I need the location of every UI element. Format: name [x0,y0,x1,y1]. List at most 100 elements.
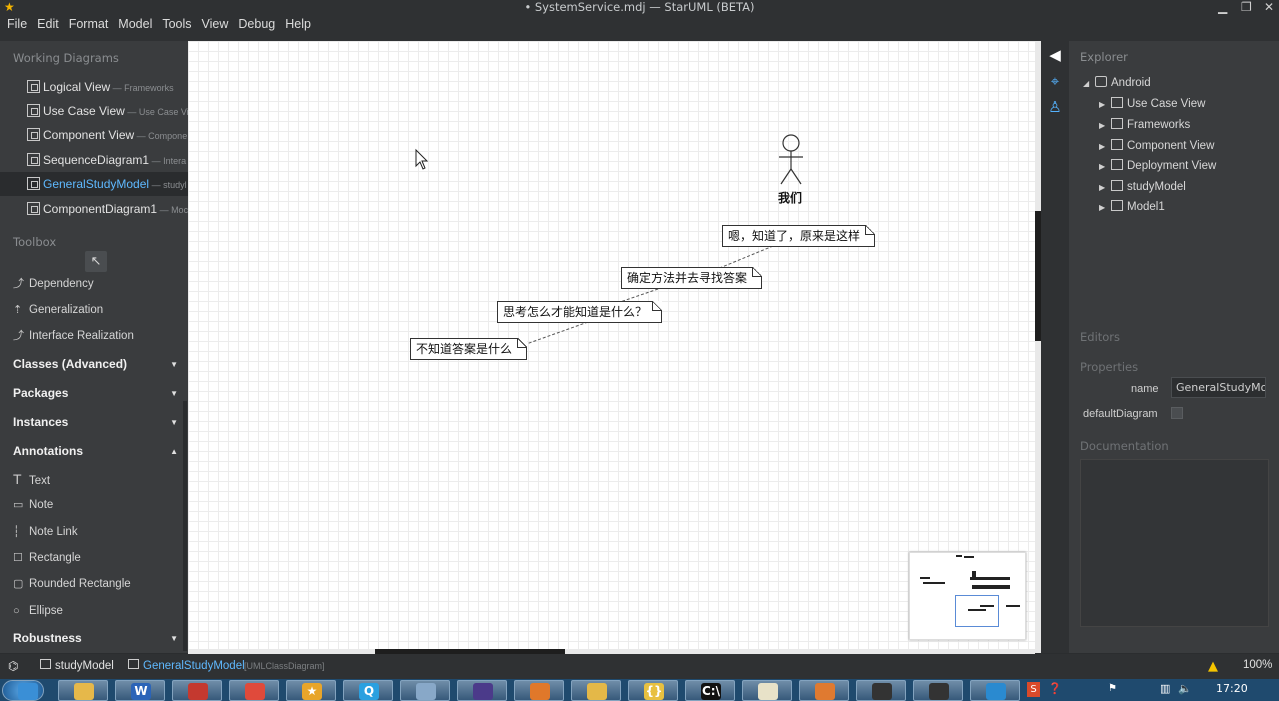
taskbar-app-media[interactable] [172,680,222,701]
tool-rounded-rectangle[interactable]: ▢Rounded Rectangle [13,571,131,597]
taskbar-app-compass[interactable] [400,680,450,701]
taskbar-app-brackets[interactable]: {} [628,680,678,701]
collapsed-triangle-icon: ▶ [1099,183,1106,192]
category-annotations[interactable]: Annotations▲ [0,437,188,466]
actor-icon[interactable] [779,134,803,185]
tool-dependency[interactable]: ⤴Dependency [13,271,94,297]
taskbar-app-notepad[interactable] [742,680,792,701]
collapsed-triangle-icon: ▶ [1099,121,1106,130]
tree-item[interactable]: ▶Use Case View [1099,94,1205,114]
actor-name[interactable]: 我们 [778,191,803,205]
taskbar-app-cmd[interactable]: C:\ [685,680,735,701]
working-diagram-label: GeneralStudyModel [43,177,150,191]
pointer-tool-icon[interactable]: ↖ [85,251,107,272]
tool-note[interactable]: ▭Note [13,492,53,518]
minimize-icon[interactable]: ▁ [1218,0,1228,14]
menu-edit[interactable]: Edit [37,17,59,31]
taskbar-app-media-center[interactable] [970,680,1020,701]
taskbar-app-firefox[interactable] [514,680,564,701]
taskbar-clock[interactable]: 17:20 [1216,682,1248,695]
taskbar-app-chrome[interactable] [229,680,279,701]
paint-icon [587,683,607,700]
category-classes-advanced[interactable]: Classes (Advanced)▼ [0,350,188,379]
flag-tray-icon[interactable]: ⚑ [1108,683,1117,694]
component-diagram-icon [27,202,40,215]
taskbar-app-box2[interactable] [913,680,963,701]
word-icon: W [131,683,151,700]
menu-file[interactable]: File [7,17,28,31]
close-icon[interactable]: ✕ [1264,0,1275,14]
menu-view[interactable]: View [201,17,229,31]
tree-item[interactable]: ▶Model1 [1099,197,1165,217]
default-diagram-checkbox[interactable] [1171,407,1183,419]
menu-model[interactable]: Model [118,17,153,31]
ime-icon[interactable]: S [1027,682,1040,697]
canvas-vertical-scrollbar[interactable] [1035,41,1041,653]
note-2[interactable]: 确定方法并去寻找答案 [621,267,763,289]
zoom-level[interactable]: 100% [1243,659,1273,671]
toolbox-scrollbar[interactable] [183,401,187,651]
note-1[interactable]: 嗯，知道了，原来是这样 [722,225,876,247]
qq-icon: Q [359,683,379,700]
taskbar-app-start-orb[interactable] [2,680,44,701]
status-path-diagram[interactable]: GeneralStudyModel [128,659,245,672]
tool-ellipse[interactable]: ○Ellipse [13,598,63,624]
canvas-horizontal-scrollbar[interactable] [188,649,1035,654]
warning-icon[interactable]: ▲ [1208,659,1218,674]
taskbar-app-eclipse[interactable] [457,680,507,701]
taskbar-app-explorer[interactable] [58,680,108,701]
menu-help[interactable]: Help [285,17,311,31]
extension-icon[interactable]: ◀ [1049,46,1061,64]
tree-item[interactable]: ▶studyModel [1099,177,1186,197]
name-field[interactable]: GeneralStudyMo [1171,377,1266,398]
menu-debug[interactable]: Debug [238,17,276,31]
menu-format[interactable]: Format [68,17,109,31]
scroll-thumb[interactable] [1035,211,1041,341]
text-icon: T [13,471,22,487]
note-4[interactable]: 不知道答案是什么 [410,338,528,360]
tool-interface-realization[interactable]: ⤴Interface Realization [13,323,134,349]
working-diagram-item-active[interactable]: GeneralStudyModel — studyl [0,172,188,196]
volume-tray-icon[interactable]: 🔈 [1178,682,1192,695]
tree-item[interactable]: ▶Component View [1099,136,1214,156]
working-diagram-item[interactable]: ComponentDiagram1 — Moc [0,197,188,221]
scroll-thumb[interactable] [375,649,565,654]
working-diagram-item[interactable]: Use Case View — Use Case Vie [0,99,188,123]
taskbar-app-qq[interactable]: Q [343,680,393,701]
documentation-textarea[interactable] [1080,459,1269,627]
restore-icon[interactable]: ❐ [1241,0,1252,14]
taskbar-app-slides[interactable] [799,680,849,701]
taskbar-app-paint[interactable] [571,680,621,701]
tool-rectangle[interactable]: ☐Rectangle [13,545,81,571]
note-links-layer [415,134,803,348]
media-center-icon [986,683,1006,700]
tool-note-link[interactable]: ┆Note Link [13,519,78,545]
taskbar-app-box[interactable] [856,680,906,701]
diagram-minimap[interactable] [909,552,1026,640]
working-diagram-sub: — studyl [149,180,187,190]
network-tray-icon[interactable]: ▥ [1160,682,1171,695]
working-diagram-item[interactable]: Logical View — Frameworks [0,75,188,99]
working-diagram-item[interactable]: Component View — Compone [0,123,188,147]
locate-icon[interactable]: ⌖ [1050,72,1060,90]
category-packages[interactable]: Packages▼ [0,379,188,408]
diagram-canvas[interactable]: 我们 嗯，知道了，原来是这样 确定方法并去寻找答案 思考怎么才能知道是什么？ 不… [188,41,1035,653]
category-robustness[interactable]: Robustness▼ [0,624,188,653]
note-3[interactable]: 思考怎么才能知道是什么？ [497,301,663,323]
tree-root-android[interactable]: ◢Android [1083,73,1151,93]
interface-realization-icon: ⤴ [13,330,24,342]
tree-item[interactable]: ▶Deployment View [1099,156,1216,176]
working-diagram-sub: — Compone [134,131,188,141]
category-instances[interactable]: Instances▼ [0,408,188,437]
minimap-viewport[interactable] [955,595,999,627]
taskbar-app-word[interactable]: W [115,680,165,701]
model-explorer-icon[interactable]: ♙ [1048,98,1062,116]
taskbar-app-star[interactable]: ★ [286,680,336,701]
menu-tools[interactable]: Tools [162,17,192,31]
help-tray-icon[interactable]: ❓ [1048,682,1062,695]
working-diagram-item[interactable]: SequenceDiagram1 — Intera [0,148,188,172]
tool-generalization[interactable]: ⇡Generalization [13,297,103,323]
status-path-model[interactable]: studyModel [40,659,114,672]
tree-item[interactable]: ▶Frameworks [1099,115,1190,135]
